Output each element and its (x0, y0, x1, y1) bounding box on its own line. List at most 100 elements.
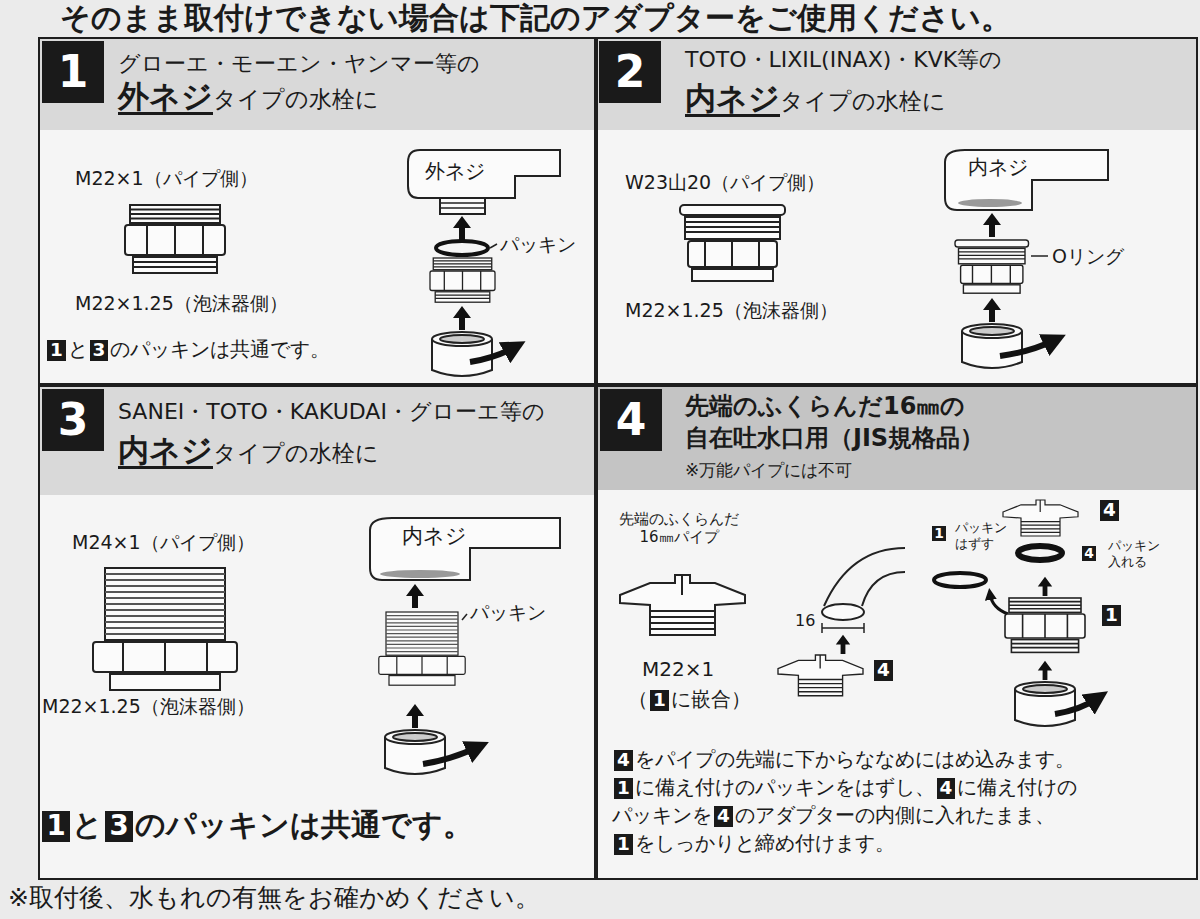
label-row: パッキン (500, 234, 576, 256)
callout-number: 1 (650, 690, 669, 711)
label-row: M22×1.25（泡沫器側） (625, 300, 838, 322)
part-label: のパッキンは共通です。 (135, 808, 473, 843)
label-row: 1に備え付けのパッキンをはずし、4に備え付けの (612, 776, 1077, 799)
heading-line: ※万能パイプには不可 (685, 461, 852, 481)
callout-number: 1 (614, 778, 633, 799)
panel-box: グローエ・モーエン・ヤンマー等の外ネジタイプの水栓に (38, 37, 596, 385)
callout-number: 4 (1100, 500, 1119, 521)
label-row: 1 (1100, 605, 1123, 626)
caption-text: ※取付後、水もれの有無をお確かめください。 (8, 884, 540, 913)
part-label: のアダプターの内側に入れたまま、 (735, 804, 1055, 827)
part-label: W23山20（パイプ側） (625, 172, 825, 194)
label-row: 1 (42, 41, 104, 103)
label-row: 4 (872, 660, 895, 681)
callout-number: 2 (599, 41, 661, 103)
label-row: M22×1.25（泡沫器側） (75, 293, 288, 315)
label-row: M24×1（パイプ側） (72, 532, 255, 554)
panel-heading: タイプの水栓に (213, 86, 379, 112)
heading-line: TOTO・LIXIL(INAX)・KVK等の (685, 47, 1002, 72)
heading-line: 内ネジタイプの水栓に (118, 433, 379, 469)
part-label: パッキン (470, 602, 546, 624)
label-row: 3 (42, 389, 104, 451)
part-label: M22×1.25（泡沫器側） (625, 300, 838, 322)
label-row: 1と3のパッキンは共通です。 (40, 808, 473, 843)
label-row: 1と3のパッキンは共通です。 (45, 338, 330, 361)
panel-heading: 先端のふくらんだ16㎜の (685, 393, 965, 421)
panel-heading: 自在吐水口用（JIS規格品） (685, 425, 984, 453)
callout-number: 4 (614, 750, 633, 771)
part-label: に備え付けのパッキンをはずし、 (635, 776, 935, 799)
callout-number: 1 (932, 526, 946, 541)
panel-heading: 内ネジ (685, 81, 780, 117)
part-label: M22×1.25（泡沫器側） (42, 696, 255, 718)
heading-line: 外ネジタイプの水栓に (118, 79, 379, 115)
page-title: そのまま取付けできない場合は下記のアダプターをご使用ください。 (60, 1, 1011, 36)
heading-line: SANEI・TOTO・KAKUDAI・グローエ等の (118, 399, 545, 424)
panel-heading: 外ネジ (118, 79, 213, 115)
part-label: のパッキンは共通です。 (110, 338, 330, 361)
part-label: （ (628, 688, 648, 711)
panel-box: SANEI・TOTO・KAKUDAI・グローエ等の内ネジタイプの水栓に (38, 385, 596, 880)
heading-line: グローエ・モーエン・ヤンマー等の (118, 51, 480, 76)
panel-heading: タイプの水栓に (780, 88, 946, 114)
callout-number: 4 (714, 806, 733, 827)
callout-number: 3 (105, 811, 133, 842)
callout-number: 1 (1102, 605, 1121, 626)
label-row: Oリング (1052, 246, 1124, 268)
panel-heading: ※万能パイプには不可 (685, 461, 852, 481)
part-label: と (72, 808, 103, 843)
label-row: パッキン はずす (955, 520, 1011, 552)
part-label: 先端のふくらんだ 16㎜パイプ (619, 510, 739, 546)
part-label: に嵌合） (671, 688, 751, 711)
part-label: と (68, 338, 88, 361)
panel-heading: グローエ・モーエン・ヤンマー等の (118, 51, 480, 76)
panel-heading: タイプの水栓に (213, 440, 379, 466)
label-row: パッキン (470, 602, 546, 624)
label-row: 4 (1098, 500, 1121, 521)
part-label: 内ネジ (968, 156, 1028, 179)
callout-number: 3 (90, 340, 109, 361)
label-row: M22×1.25（泡沫器側） (42, 696, 255, 718)
part-label: に備え付けの (957, 776, 1077, 799)
page-caption: ※取付後、水もれの有無をお確かめください。 (8, 884, 540, 913)
panel-heading: 内ネジ (118, 433, 213, 469)
heading-line: 先端のふくらんだ16㎜の (685, 393, 965, 421)
part-label: 内ネジ (402, 524, 467, 548)
panel-heading: SANEI・TOTO・KAKUDAI・グローエ等の (118, 399, 545, 424)
part-label: パッキン (500, 234, 576, 256)
label-row: 2 (599, 41, 661, 103)
part-label: Oリング (1052, 246, 1124, 268)
panel-heading: TOTO・LIXIL(INAX)・KVK等の (685, 47, 1002, 72)
callout-number: 1 (42, 41, 104, 103)
label-row: （1に嵌合） (628, 688, 751, 711)
part-label: M22×1.25（泡沫器側） (75, 293, 288, 315)
label-row: 外ネジ (425, 160, 485, 183)
label-row: M22×1（パイプ側） (75, 168, 258, 190)
label-row: 1 (930, 526, 948, 541)
label-row: 内ネジ (402, 524, 467, 548)
callout-number: 4 (937, 778, 956, 799)
part-label: M22×1（パイプ側） (75, 168, 258, 190)
panel-box: TOTO・LIXIL(INAX)・KVK等の内ネジタイプの水栓に (596, 37, 1198, 385)
part-label: パッキン 入れる (1108, 538, 1160, 569)
label-row: W23山20（パイプ側） (625, 172, 825, 194)
callout-number: 3 (42, 389, 104, 451)
part-label: 外ネジ (425, 160, 485, 183)
part-label: パッキンを (612, 804, 712, 827)
label-row: パッキン 入れる (1108, 538, 1164, 570)
label-row: 内ネジ (968, 156, 1028, 179)
label-row: パッキンを4のアダプターの内側に入れたまま、 (612, 804, 1055, 827)
part-label: M22×1 (642, 658, 714, 681)
callout-number: 1 (47, 340, 66, 361)
callout-number: 1 (42, 811, 70, 842)
label-row: 1をしっかりと締め付けます。 (612, 832, 895, 855)
part-label: M24×1（パイプ側） (72, 532, 255, 554)
heading-line: 自在吐水口用（JIS規格品） (685, 425, 984, 453)
heading-line: 内ネジタイプの水栓に (685, 81, 946, 117)
label-row: 4 (1080, 546, 1098, 561)
label-row: M22×1 (642, 658, 714, 681)
title-text: そのまま取付けできない場合は下記のアダプターをご使用ください。 (60, 1, 1011, 36)
label-row: 先端のふくらんだ 16㎜パイプ (616, 510, 742, 547)
part-label: パッキン はずす (955, 520, 1007, 551)
